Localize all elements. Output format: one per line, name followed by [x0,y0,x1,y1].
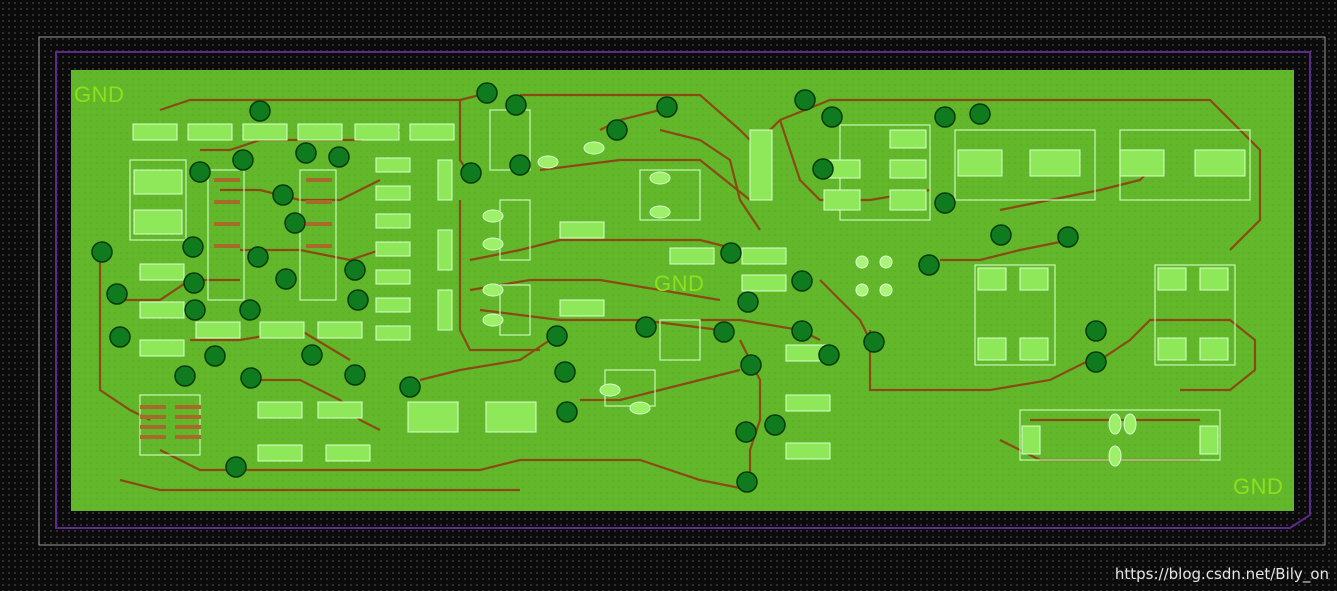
chip-pads [133,129,1246,455]
oval-pads [482,141,1137,467]
net-label-gnd-center: GND [654,271,705,296]
board-outer-outline [38,36,1326,546]
ic-pin-rows [140,178,332,439]
net-label-gnd-bottom-right: GND [1233,474,1284,499]
via-layer [91,82,1107,493]
board-keepout-outline [55,51,1311,529]
trace-layer [98,93,1262,492]
pad-rings [855,255,893,297]
watermark-text: https://blog.csdn.net/Bily_on [1114,565,1329,583]
resistor-footprints [132,123,831,462]
net-label-gnd-top-left: GND [74,82,125,107]
